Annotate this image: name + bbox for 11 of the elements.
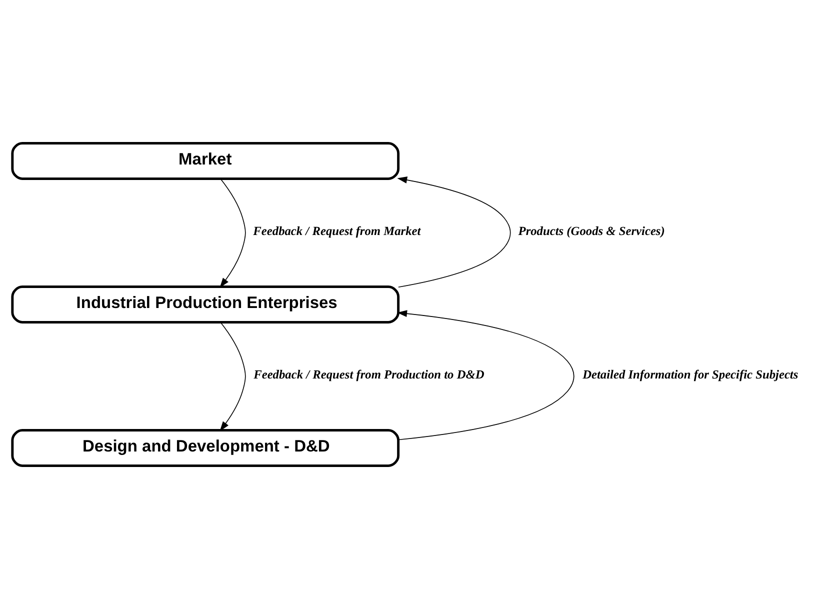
arrow — [220, 322, 246, 432]
edge-label: Products (Goods & Services) — [518, 224, 665, 238]
edge-label: Feedback / Request from Production to D&D — [254, 368, 484, 382]
arrow — [397, 310, 574, 440]
arrow — [220, 178, 246, 288]
node-box: Design and Development - D&D — [11, 429, 400, 467]
edge-label: Detailed Information for Specific Subjects — [582, 368, 798, 382]
edge-label: Feedback / Request from Market — [253, 224, 421, 238]
node-box: Industrial Production Enterprises — [11, 286, 400, 324]
arrow — [397, 176, 511, 288]
node-box: Market — [11, 142, 400, 180]
